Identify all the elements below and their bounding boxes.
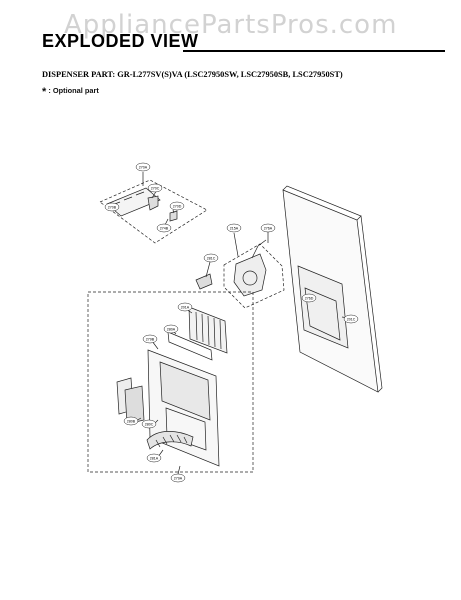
motor-dashed-box — [223, 243, 285, 309]
control-panel-part — [106, 187, 161, 217]
drip-tray-ribs — [155, 434, 188, 448]
callout-274B: 274B — [160, 226, 169, 230]
small-bracket-part — [169, 210, 178, 222]
dispenser-part-subtitle: DISPENSER PART: GR-L277SV(S)VA (LSC27950… — [42, 70, 343, 79]
drip-tray-part — [146, 431, 194, 450]
optional-star: * — [42, 86, 47, 98]
cover-frame-window — [159, 361, 211, 421]
callout-201C: 201C — [347, 317, 356, 321]
motor-part — [233, 253, 267, 297]
callout-280A: 280A — [167, 327, 176, 331]
callout-201A: 201A — [181, 305, 190, 309]
side-part-b — [124, 385, 145, 425]
gasket-part — [167, 331, 213, 361]
callout-280B: 280B — [127, 419, 136, 423]
callout-281C: 281C — [207, 256, 216, 260]
callout-280C: 280C — [145, 422, 154, 426]
optional-note-text: : Optional part — [48, 86, 99, 95]
actuator-part — [195, 273, 213, 290]
callout-270A: 270A — [139, 165, 148, 169]
callout-215A: 215A — [230, 226, 239, 230]
optional-part-note: * : Optional part — [42, 86, 99, 98]
grille-part — [188, 306, 228, 354]
switch-part — [147, 195, 159, 211]
page-title: EXPLODED VIEW — [42, 31, 199, 51]
cover-dashed-box — [87, 291, 254, 473]
grille-slats — [195, 311, 222, 350]
watermark-text: AppliancePartsPros.com — [64, 10, 398, 40]
dispenser-recess — [297, 265, 349, 349]
motor-hub — [242, 270, 258, 286]
leader-lines-upper — [142, 172, 175, 226]
motor-wires — [251, 239, 267, 259]
cover-frame-opening — [165, 407, 207, 451]
callout-270D: 270D — [173, 204, 182, 208]
title-underline — [183, 50, 445, 52]
dispenser-recess-inner — [304, 287, 341, 341]
callout-270C: 270C — [151, 186, 160, 190]
leader-lines-middle — [205, 232, 269, 278]
callout-270B: 270B — [108, 205, 117, 209]
control-assembly-dashed-box — [99, 179, 208, 244]
door-panel-edge — [282, 185, 383, 393]
callout-276D: 276D — [305, 296, 314, 300]
callout-279A: 279A — [174, 476, 183, 480]
callout-276A: 276A — [264, 226, 273, 230]
callout-279B: 279B — [146, 337, 155, 341]
callout-281A: 281A — [150, 456, 159, 460]
